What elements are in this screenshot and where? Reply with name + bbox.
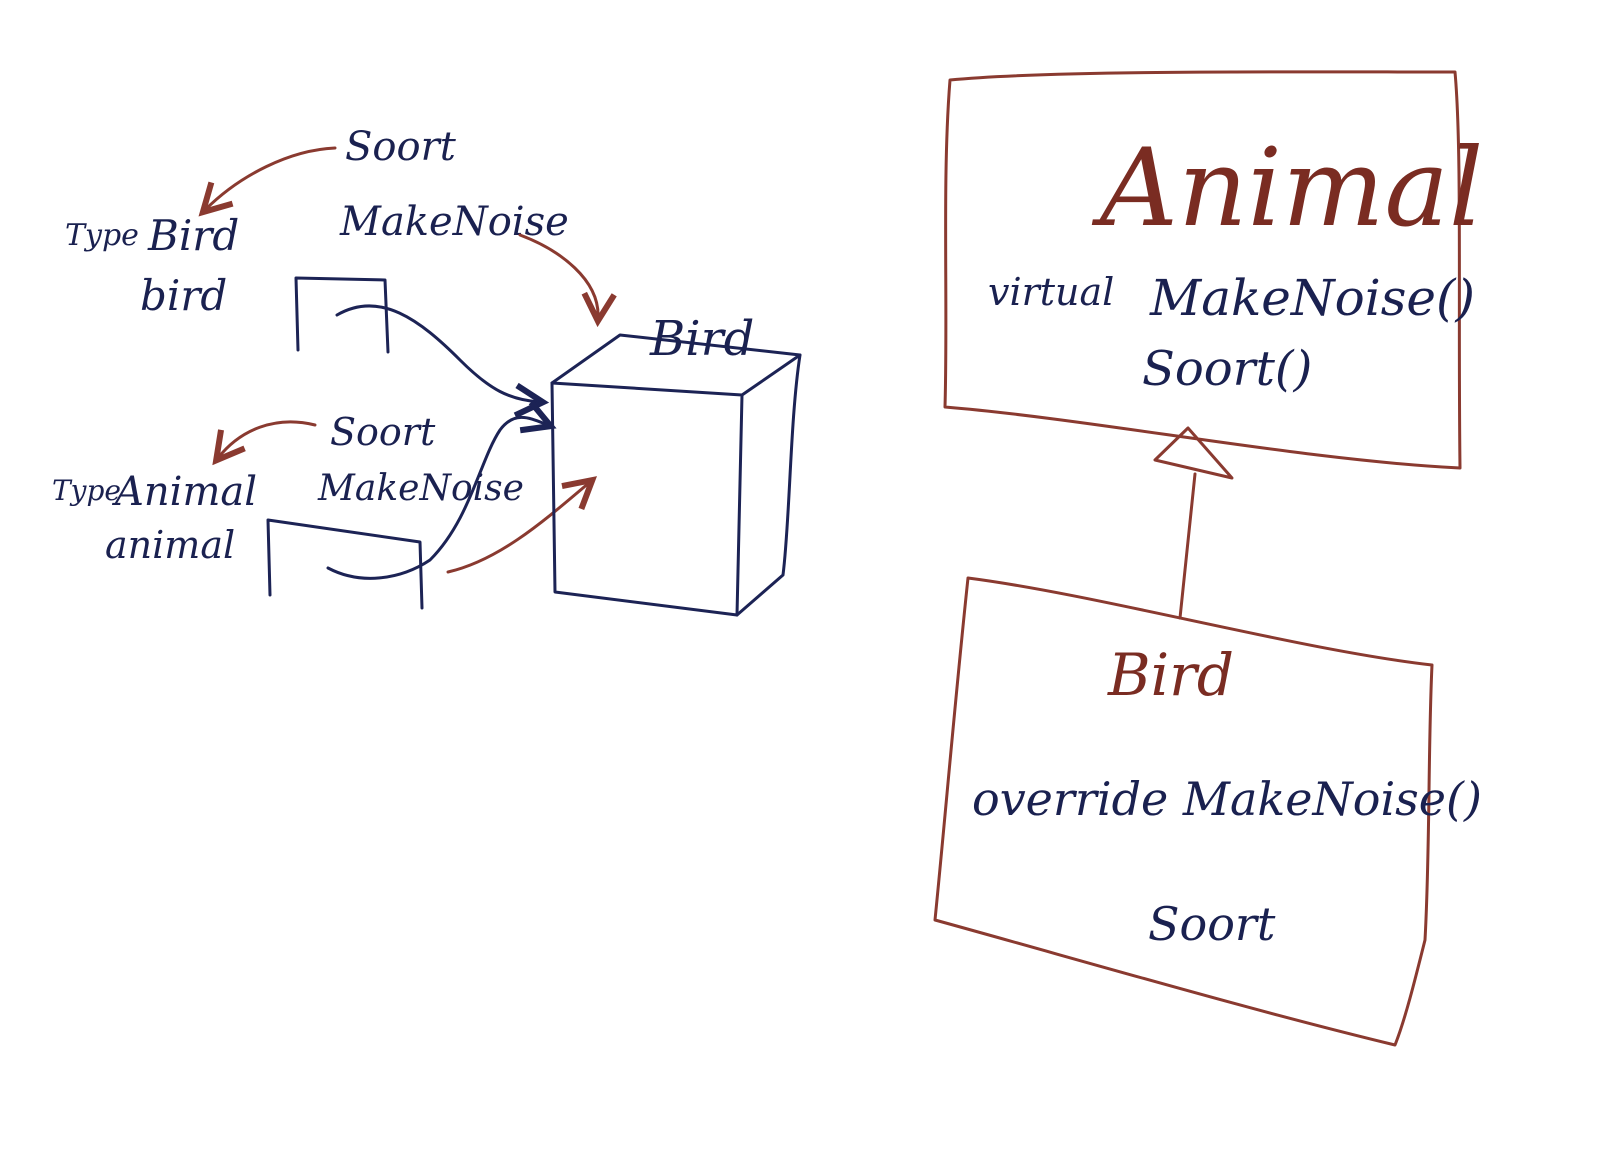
top-soort-label: Soort <box>345 124 457 170</box>
top-variable-name: bird <box>140 271 227 320</box>
top-makenoise-arrow <box>518 233 598 318</box>
uml-diagram: Animal virtual MakeNoise() Soort() Bird … <box>933 70 1483 1047</box>
bird-class-box <box>933 576 1434 1047</box>
bird-method-makenoise: override MakeNoise() <box>972 772 1482 826</box>
bird-method-soort: Soort <box>1148 897 1276 951</box>
top-variable-slot <box>294 276 390 354</box>
bottom-soort-label: Soort <box>330 410 436 454</box>
top-type-prefix: Type <box>65 218 139 253</box>
bottom-type-prefix: Type <box>52 474 121 507</box>
animal-method-makenoise: MakeNoise() <box>1149 269 1475 327</box>
bottom-reference-arrow <box>326 417 548 580</box>
top-soort-arrow <box>205 146 337 210</box>
top-makenoise-label: MakeNoise <box>339 199 569 245</box>
bottom-makenoise-label: MakeNoise <box>317 468 524 509</box>
animal-virtual-modifier: virtual <box>988 270 1114 314</box>
bottom-variable-slot <box>266 518 424 610</box>
left-diagram: Soort MakeNoise Type Bird bird Soort Mak… <box>52 124 802 617</box>
bird-class-name: Bird <box>1107 641 1234 709</box>
bottom-soort-arrow <box>218 420 317 458</box>
object-box-label: Bird <box>649 311 754 367</box>
animal-class-box <box>943 70 1462 470</box>
bottom-type-name: Animal <box>111 469 257 515</box>
top-reference-arrow <box>335 304 540 402</box>
bird-object-box <box>550 333 802 617</box>
inheritance-line <box>1178 472 1197 620</box>
top-type-name: Bird <box>147 211 239 260</box>
bottom-variable-name: animal <box>105 523 235 567</box>
inheritance-triangle <box>1153 426 1234 480</box>
animal-class-name: Animal <box>1091 126 1483 251</box>
animal-method-soort: Soort() <box>1142 341 1312 397</box>
bottom-makenoise-arrow <box>446 482 590 574</box>
